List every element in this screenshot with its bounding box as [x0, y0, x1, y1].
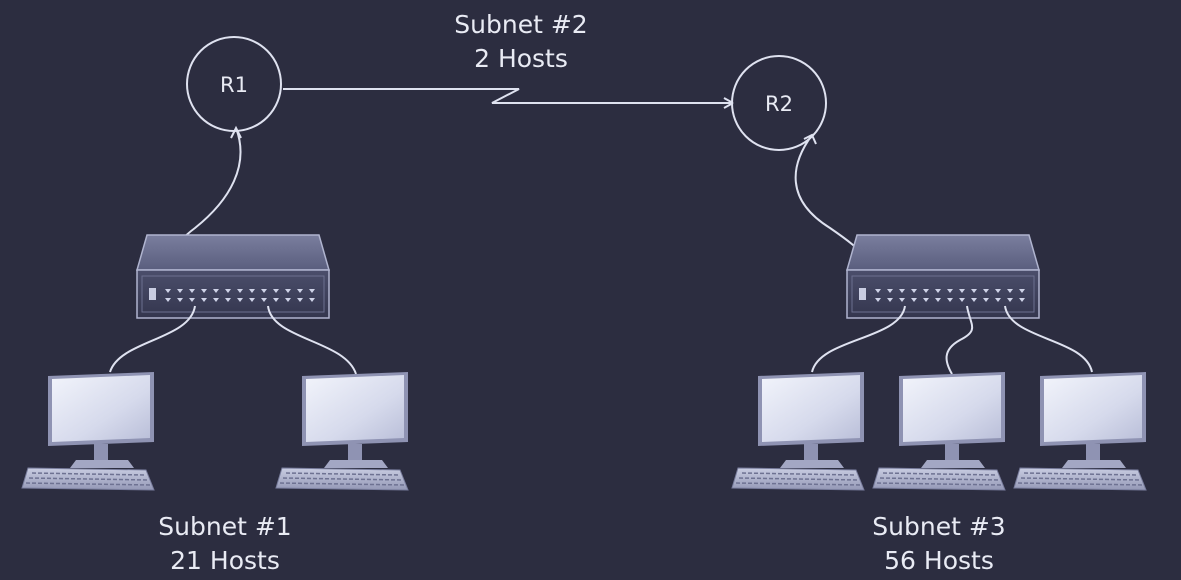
computer-icon [48, 372, 154, 468]
switch-icon [846, 234, 1040, 319]
keyboard-icon [872, 467, 1006, 491]
computer-icon [1040, 372, 1146, 468]
computer-icon [758, 372, 864, 468]
subnet-3-label: Subnet #3 56 Hosts [872, 510, 1005, 578]
router-r2[interactable]: R2 [731, 55, 827, 151]
host-pc-3[interactable] [731, 372, 865, 491]
serial-link-r1-r2 [283, 88, 734, 109]
host-cables [109, 305, 1093, 375]
subnet-1-label: Subnet #1 21 Hosts [158, 510, 291, 578]
subnet-3-hosts: 56 Hosts [884, 546, 994, 575]
subnet-2-title: Subnet #2 [454, 10, 588, 39]
keyboard-icon [1013, 467, 1147, 491]
keyboard-icon [21, 467, 155, 491]
router-r1-label: R1 [220, 73, 248, 97]
computer-icon [302, 372, 408, 468]
host-pc-5[interactable] [1013, 372, 1147, 491]
switch-subnet-1[interactable] [136, 234, 330, 319]
router-icon [186, 36, 282, 132]
subnet-3-title: Subnet #3 [872, 512, 1006, 541]
router-icon [731, 55, 827, 151]
switch-icon [136, 234, 330, 319]
host-pc-4[interactable] [872, 372, 1006, 491]
keyboard-icon [275, 467, 409, 491]
keyboard-icon [731, 467, 865, 491]
computer-icon [899, 372, 1005, 468]
subnet-1-hosts: 21 Hosts [170, 546, 280, 575]
switch-subnet-3[interactable] [846, 234, 1040, 319]
host-pc-2[interactable] [275, 372, 409, 491]
router-r2-label: R2 [765, 92, 793, 116]
subnet-2-hosts: 2 Hosts [474, 44, 568, 73]
host-pc-1[interactable] [21, 372, 155, 491]
router-r1[interactable]: R1 [186, 36, 282, 132]
subnet-1-title: Subnet #1 [158, 512, 292, 541]
subnet-2-label: Subnet #2 2 Hosts [454, 8, 587, 76]
